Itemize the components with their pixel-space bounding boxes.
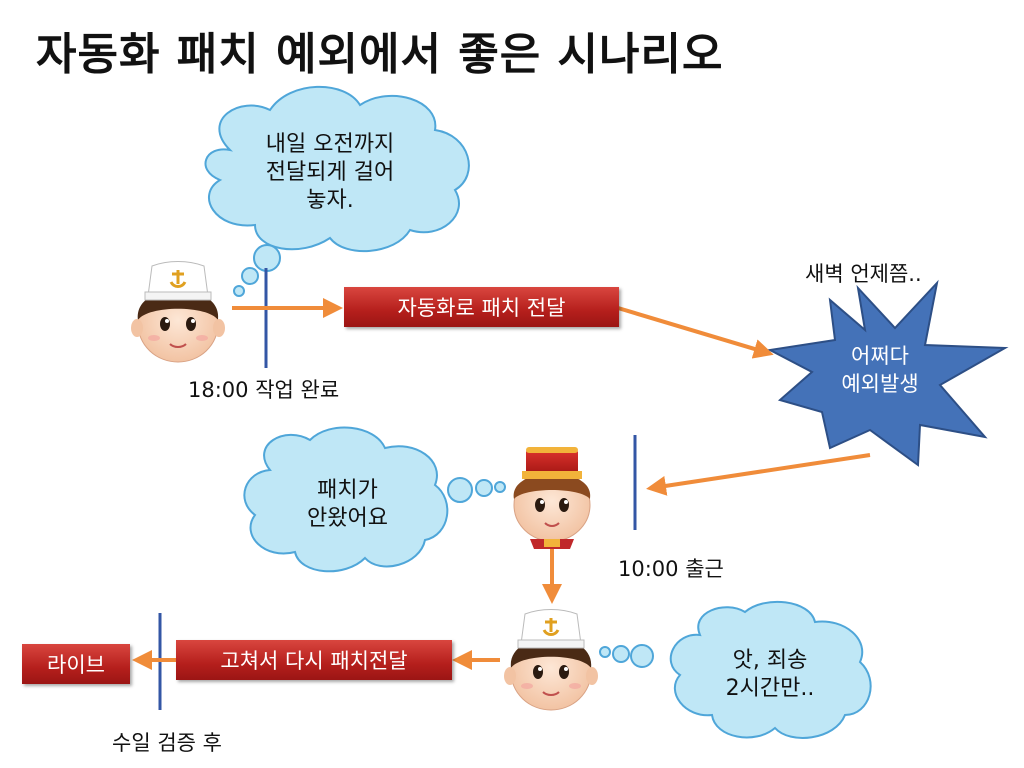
- sailor-character-icon-bottom: [504, 609, 598, 711]
- label-work-done: 18:00 작업 완료: [188, 378, 340, 402]
- bubble-text-bottom: 앗, 죄송 2시간만..: [725, 648, 815, 701]
- exception-starburst: [766, 279, 1009, 467]
- thought-bubble-bottom: [599, 600, 872, 739]
- thought-bubble-middle: [243, 426, 506, 573]
- label-dawn: 새벽 언제쯤..: [805, 262, 922, 286]
- bubble-text-top: 내일 오전까지 전달되게 걸어 놓자.: [265, 132, 395, 213]
- arrow-to-arrival: [646, 453, 871, 496]
- label-arrive: 10:00 출근: [618, 557, 724, 581]
- thought-bubble-top: [204, 85, 470, 297]
- bubble-text-middle: 패치가 안왔어요: [307, 478, 388, 531]
- sailor-character-icon: [131, 261, 225, 363]
- label-after-verify: 수일 검증 후: [112, 731, 222, 755]
- page-title: 자동화 패치 예외에서 좋은 시나리오: [36, 29, 724, 80]
- live-box: 라이브: [22, 644, 130, 684]
- arrow-to-exception: [617, 306, 774, 359]
- auto-patch-box: 자동화로 패치 전달: [344, 287, 619, 327]
- bellhop-character-icon: [513, 447, 591, 549]
- exception-text: 어쩌다 예외발생: [841, 344, 919, 396]
- fix-patch-box: 고쳐서 다시 패치전달: [176, 640, 452, 680]
